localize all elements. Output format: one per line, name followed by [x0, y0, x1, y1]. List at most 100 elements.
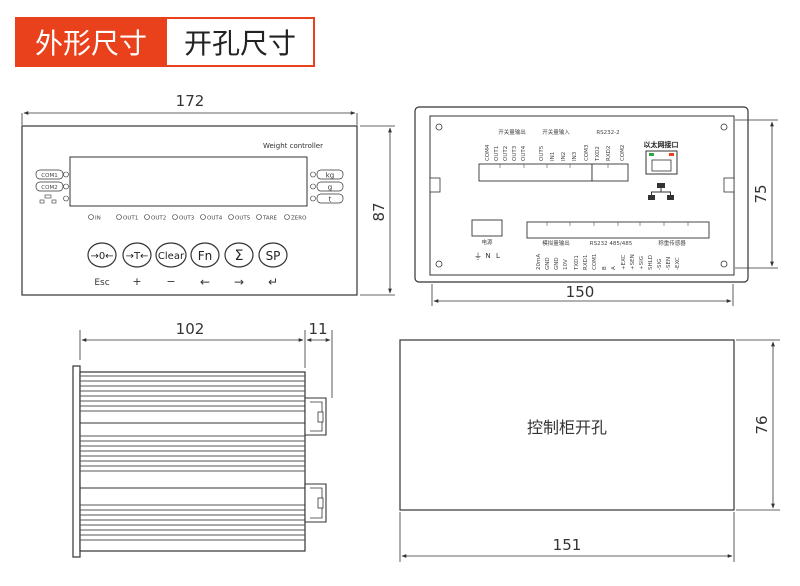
svg-text:OUT5: OUT5: [539, 145, 545, 161]
side-bezel: [72, 365, 81, 558]
indicator-out4-led: [200, 214, 206, 220]
side-depth-dimension: 102: [176, 320, 205, 338]
tab-cutout-dimensions[interactable]: 开孔尺寸: [167, 17, 315, 67]
network-icon: [39, 194, 57, 204]
svg-text:+EXC: +EXC: [621, 255, 627, 270]
clear-key[interactable]: Clear: [155, 242, 187, 268]
svg-text:IN1: IN1: [550, 152, 556, 161]
svg-text:→0←: →0←: [90, 251, 113, 262]
indicator-out3-led: [172, 214, 178, 220]
ethernet-led-green: [649, 153, 654, 156]
tab-outer-dimensions[interactable]: 外形尺寸: [15, 17, 167, 67]
svg-text:GND: GND: [545, 257, 551, 270]
power-pin-ground: ⏚: [474, 252, 482, 261]
top-terminal-block-right: [591, 163, 629, 182]
ethernet-led-orange: [669, 153, 674, 156]
sp-key[interactable]: SP: [258, 242, 288, 268]
svg-text:COM2: COM2: [620, 145, 626, 161]
kg-label-box: [316, 169, 344, 180]
kg-label: kg: [326, 172, 335, 180]
view-tabs: 外形尺寸 开孔尺寸: [15, 17, 315, 67]
svg-text:→T←: →T←: [126, 251, 149, 262]
side-connector-bottom: [304, 483, 327, 523]
svg-text:RXD1: RXD1: [583, 255, 589, 270]
key-hint-left: ←: [200, 275, 210, 289]
indicator-in: IN: [95, 216, 101, 222]
svg-text:GND: GND: [554, 257, 560, 270]
indicator-zero: ZERO: [291, 216, 307, 222]
rear-view: 75 150 开关量输出 开关量输入 RS232-2 COM4 OUT1 OUT…: [414, 106, 778, 306]
svg-text:OUT3: OUT3: [512, 145, 518, 161]
top-group-rs232-label: RS232-2: [596, 130, 619, 136]
screw-top-right: [720, 123, 728, 131]
svg-text:TXD1: TXD1: [574, 255, 580, 271]
cutout-label: 控制柜开孔: [527, 418, 607, 437]
bottom-group-rs485-label: RS232 485/485: [590, 241, 633, 247]
indicator-tare: TARE: [262, 216, 278, 222]
bottom-group-analog-label: 模拟量输出: [542, 239, 570, 247]
indicator-in-led: [88, 214, 94, 220]
svg-text:SHLD: SHLD: [648, 255, 654, 270]
top-group-output-label: 开关量输出: [498, 128, 526, 136]
front-height-dimension: 87: [370, 202, 388, 221]
svg-text:IN2: IN2: [561, 152, 567, 161]
power-terminal: [471, 219, 503, 237]
zero-key[interactable]: →0←: [87, 242, 117, 268]
power-pin-l: L: [496, 252, 500, 260]
svg-text:-EXC: -EXC: [675, 257, 681, 270]
key-hint-minus: −: [166, 275, 175, 288]
indicator-out1-led: [116, 214, 122, 220]
indicator-out2: OUT2: [151, 216, 166, 222]
front-width-dimension: 172: [176, 92, 205, 110]
svg-text:-SIG: -SIG: [657, 259, 663, 270]
indicator-zero-led: [284, 214, 290, 220]
g-label-box: [316, 181, 344, 192]
key-hint-enter: ↵: [268, 275, 278, 289]
indicator-out5-led: [228, 214, 234, 220]
side-connector-dimension: 11: [308, 320, 327, 338]
cutout-height-dimension: 76: [753, 415, 771, 434]
svg-text:COM1: COM1: [592, 254, 598, 270]
key-hint-right: →: [234, 275, 244, 289]
ethernet-label: 以太网接口: [644, 140, 679, 149]
keypad: →0← →T← Clear Fn Σ SP Esc: [87, 242, 288, 289]
top-pin-labels: COM4 OUT1 OUT2 OUT3 OUT4 OUT5 IN1 IN2 IN…: [485, 144, 626, 162]
com1-label-box: [35, 169, 64, 180]
screw-bottom-right: [720, 260, 728, 268]
front-panel: [21, 125, 358, 296]
g-led: [310, 183, 316, 190]
com2-label: COM2: [41, 185, 57, 191]
svg-text:20mA: 20mA: [536, 254, 542, 270]
network-led: [63, 195, 69, 202]
kg-led: [310, 171, 316, 178]
indicator-out1: OUT1: [123, 216, 138, 222]
front-view: 172 87 Weight controller COM1 COM2 kg g …: [21, 92, 395, 296]
indicator-out5: OUT5: [235, 216, 251, 222]
svg-text:OUT4: OUT4: [521, 145, 527, 161]
svg-text:B: B: [602, 266, 608, 270]
sum-key[interactable]: Σ: [224, 242, 254, 268]
svg-text:OUT1: OUT1: [494, 146, 500, 161]
fn-key[interactable]: Fn: [190, 242, 220, 268]
tare-key[interactable]: →T←: [122, 242, 152, 268]
key-hint-esc: Esc: [94, 278, 109, 288]
svg-text:SP: SP: [266, 249, 281, 263]
cutout-width-dimension: 151: [553, 536, 582, 554]
key-hint-plus: +: [132, 275, 141, 288]
screw-top-left: [435, 123, 443, 131]
svg-text:A: A: [611, 266, 617, 270]
display-window: [69, 156, 308, 207]
bottom-group-sensor-label: 称重传感器: [658, 239, 686, 247]
com2-led: [63, 183, 69, 190]
rear-width-dimension: 150: [566, 283, 595, 301]
svg-text:TXD2: TXD2: [595, 146, 601, 162]
com1-label: COM1: [41, 173, 57, 179]
indicator-tare-led: [256, 214, 262, 220]
svg-text:Σ: Σ: [235, 248, 244, 264]
g-label: g: [328, 184, 332, 192]
svg-text:-SEN: -SEN: [666, 257, 672, 270]
top-terminal-block-left: [478, 163, 593, 182]
svg-text:+SEN: +SEN: [630, 254, 636, 270]
bottom-pin-labels: 20mA GND GND 10V TXD1 RXD1 COM1 B A +EXC…: [536, 254, 681, 271]
